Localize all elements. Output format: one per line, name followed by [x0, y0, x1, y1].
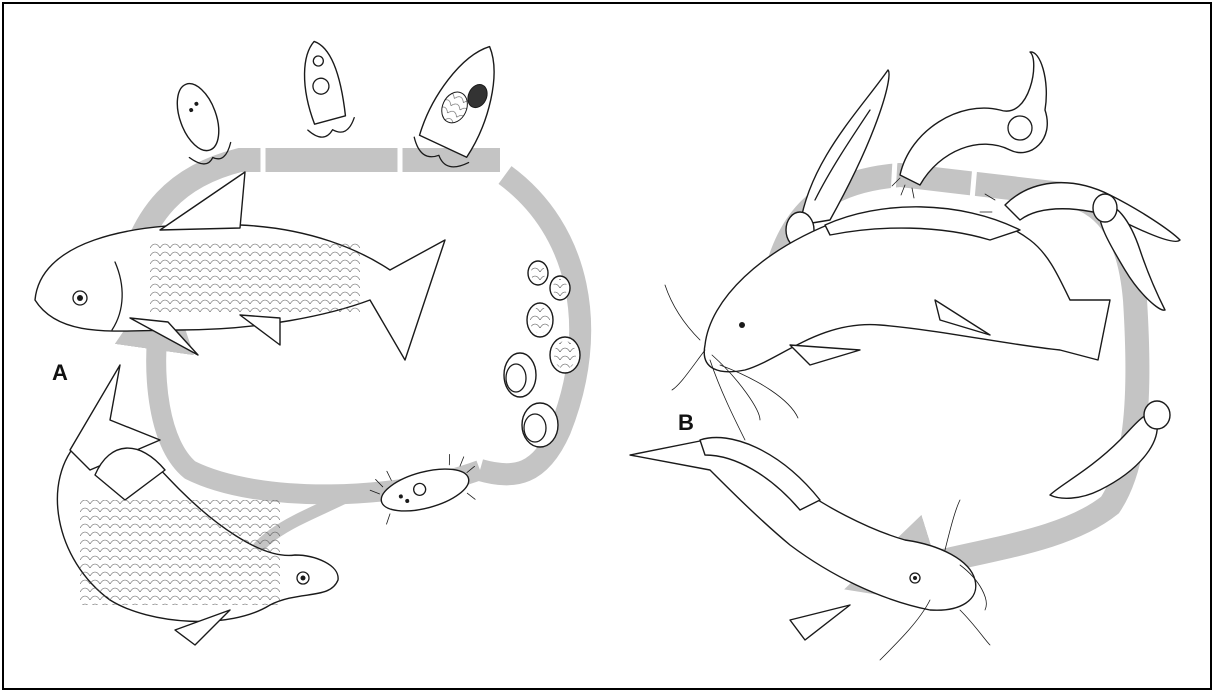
- panel-a-label: A: [52, 360, 68, 385]
- panel-b-label: B: [678, 410, 694, 435]
- cycle-gap-b2: [972, 165, 975, 200]
- cycle-gap-b1: [893, 160, 895, 195]
